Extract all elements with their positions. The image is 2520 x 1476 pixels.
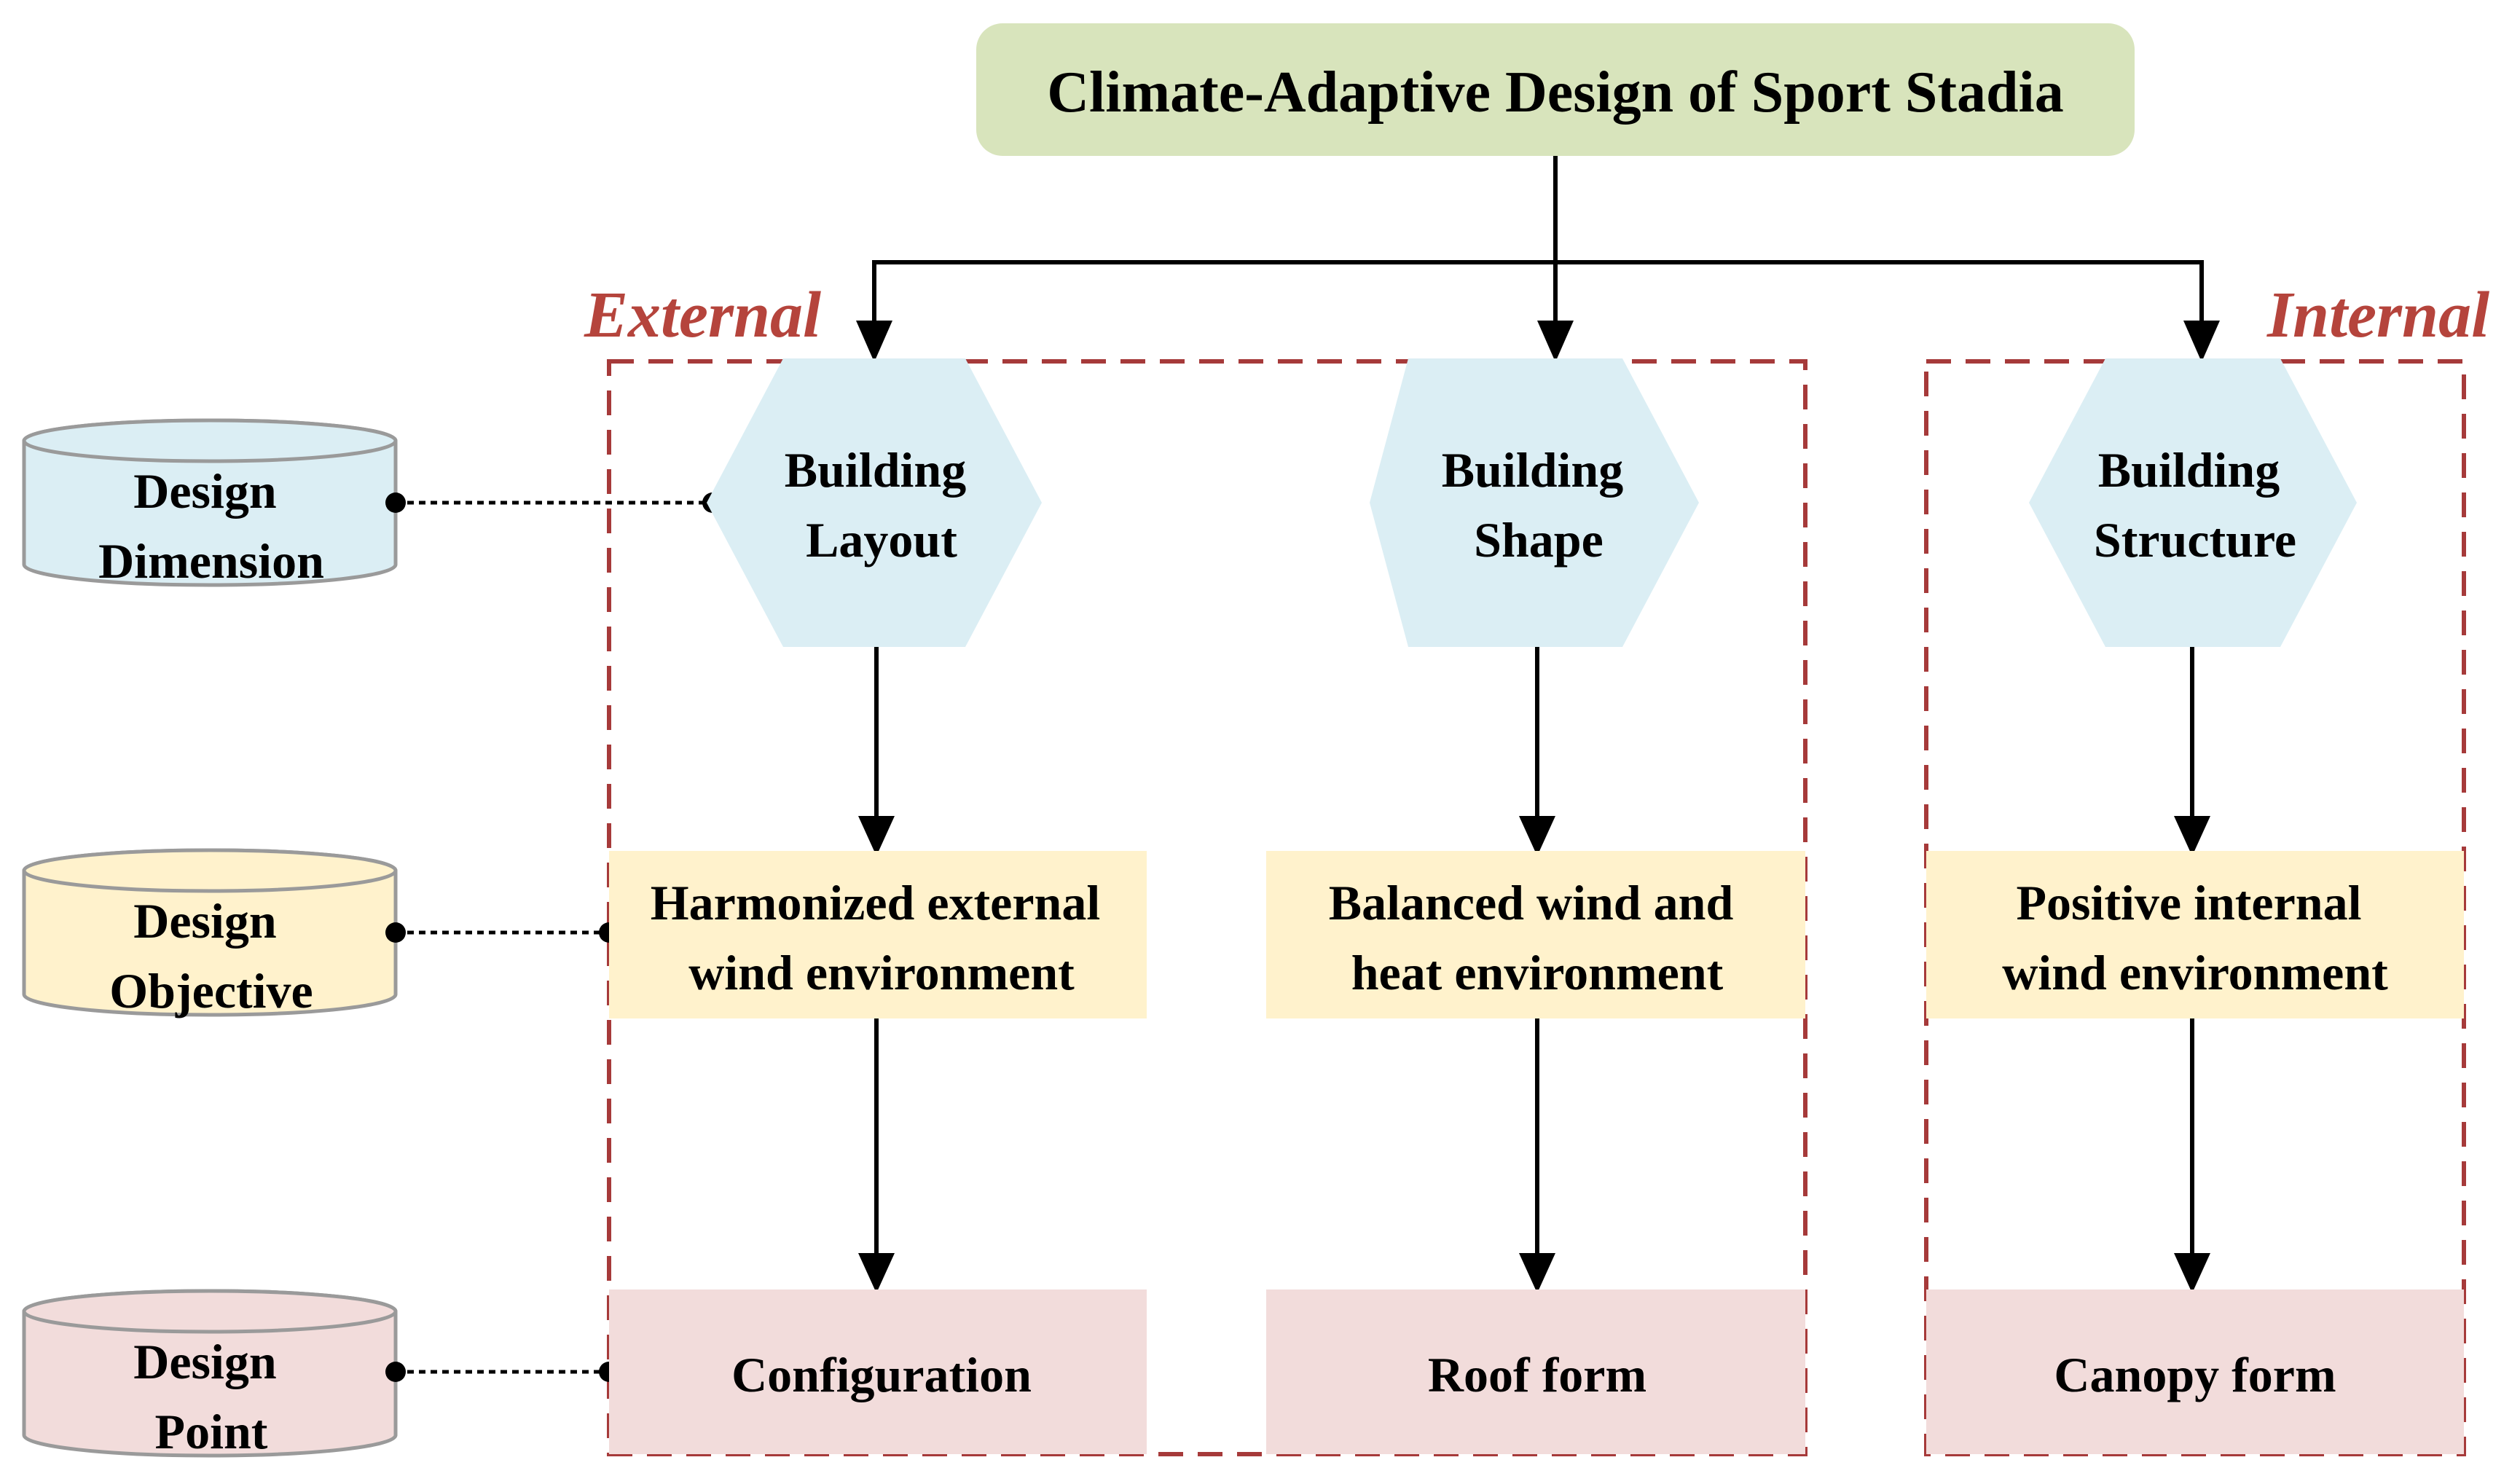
legend-connectors [396,500,713,1374]
point-box-structure [1926,1289,2464,1454]
legend-objective-line1: Design [133,893,276,949]
svg-text:Building Shape: Building Shape [1442,442,1636,568]
legend-objective-line2: Objective [109,963,313,1018]
dimension-layout-line2: Layout [806,512,957,568]
objective-box-structure [1926,851,2464,1018]
svg-text:Building Structure: Building Structure [2094,442,2296,568]
title-arrowheads [856,321,2220,362]
point-shape: Roof form [1428,1347,1646,1402]
svg-text:Positive internal wind e: Positive internal wind environment [2002,875,2388,1000]
column-structure: Building Structure Positive internal win… [1926,358,2464,1454]
hexagon-building-structure [2029,358,2357,647]
legend-dimension-line1: Design [133,463,276,519]
legend-point-line1: Design [133,1334,276,1389]
objective-layout-line1: Harmonized external [651,875,1101,930]
legend-point-line2: Point [155,1404,268,1459]
legend-point: Design Point [22,1289,398,1459]
group-label-external: External [584,279,821,351]
objective-structure-line2: wind environment [2002,945,2388,1000]
title-connectors [872,156,2204,328]
point-box-layout [609,1289,1147,1454]
hexagon-building-layout [707,358,1042,647]
objective-shape-line1: Balanced wind and [1329,875,1734,930]
column-shape: Building Shape Balanced wind and heat en… [1266,358,1805,1454]
point-structure: Canopy form [2054,1347,2336,1402]
legend-dimension-line2: Dimension [98,533,324,589]
title-box [976,23,2135,156]
svg-text:Design Dimension: Design Dimension [98,463,324,589]
objective-layout-line2: wind environment [688,945,1075,1000]
svg-text:Balanced wind and heat e: Balanced wind and heat environment [1329,875,1746,1000]
svg-text:Design Objective: Design Objective [109,893,313,1018]
dimension-structure-line1: Building [2098,442,2280,498]
objective-structure-line1: Positive internal [2016,875,2361,930]
legend-dimension: Design Dimension [22,418,398,589]
objective-shape-line2: heat environment [1351,945,1724,1000]
dimension-layout-line1: Building [785,442,967,498]
dimension-shape-line2: Shape [1474,512,1604,568]
point-layout: Configuration [731,1347,1032,1402]
column-layout: Building Layout Harmonized external wind… [609,358,1147,1454]
dimension-structure-line2: Structure [2094,512,2296,568]
point-box-shape [1266,1289,1805,1454]
diagram-title: Climate-Adaptive Design of Sport Stadia [1047,60,2064,125]
svg-text:Design Point: Design Point [133,1334,288,1459]
svg-text:Building Layout: Building Layout [785,442,979,568]
objective-box-shape [1266,851,1805,1018]
svg-text:Harmonized external wind: Harmonized external wind environment [651,875,1113,1000]
dimension-shape-line1: Building [1442,442,1624,498]
group-label-internal: Internal [2266,279,2489,351]
hexagon-building-shape [1370,358,1699,647]
objective-box-layout [609,851,1147,1018]
legend-objective: Design Objective [22,848,398,1018]
